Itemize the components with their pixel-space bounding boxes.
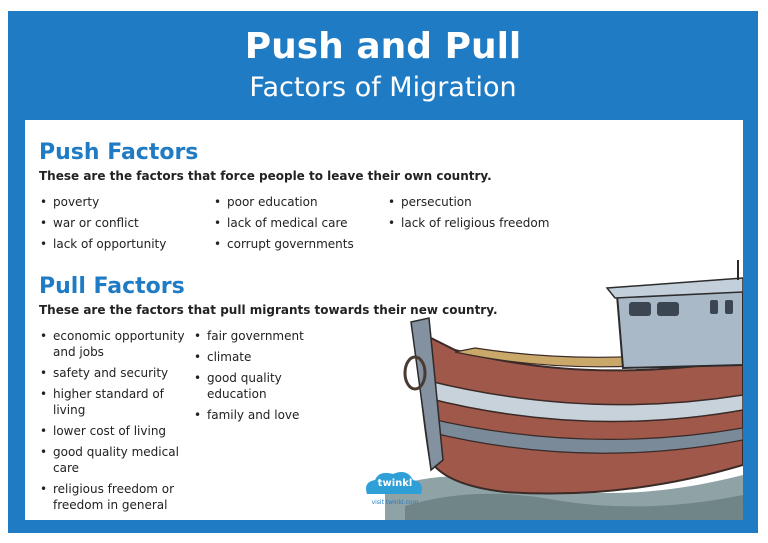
push-factors-heading: Push Factors [39,140,199,165]
list-item: fair government [193,328,323,344]
list-item: good quality education [193,370,323,402]
list-item: religious freedom or freedom in general [39,481,189,513]
list-item: climate [193,349,323,365]
list-item: poor education [213,194,383,210]
poster-header: Push and Pull Factors of Migration [8,11,758,117]
cabin-window [725,300,733,314]
push-factors-list-2: poor education lack of medical care corr… [213,194,383,257]
hull-stripe-2 [426,417,743,454]
cabin-roof [605,277,743,299]
list-item: lack of medical care [213,215,383,231]
poster-subtitle: Factors of Migration [249,72,517,103]
list-item: higher standard of living [39,386,189,418]
pull-factors-list-2: fair government climate good quality edu… [193,328,323,428]
rope-ring [403,355,427,391]
push-factors-list-1: poverty war or conflict lack of opportun… [39,194,209,257]
hull-stripe [424,379,743,423]
pull-factors-description: These are the factors that pull migrants… [39,303,498,317]
list-item: poverty [39,194,209,210]
list-item: good quality medical care [39,444,189,476]
list-item: lack of opportunity [39,236,209,252]
water-shadow-dark [405,493,743,520]
bow-post [410,317,444,472]
list-item: war or conflict [39,215,209,231]
content-panel: Push Factors These are the factors that … [25,120,743,520]
cabin-window [657,302,679,316]
cabin-window [629,302,651,316]
pull-factors-heading: Pull Factors [39,274,185,299]
boat-cabin [615,286,743,370]
twinkl-url: visit twinkl.com [371,499,419,506]
logo-cloud-icon [366,472,422,494]
pull-factors-list-1: economic opportunity and jobs safety and… [39,328,189,518]
list-item: corrupt governments [213,236,383,252]
cabin-window [710,300,718,314]
list-item: persecution [387,194,577,210]
list-item: family and love [193,407,323,423]
list-item: safety and security [39,365,189,381]
poster-frame: Push and Pull Factors of Migration Push … [8,11,758,533]
twinkl-logo [366,472,422,494]
poster-title: Push and Pull [244,26,522,67]
list-item: lower cost of living [39,423,189,439]
twinkl-logo-text: twinkl [377,478,413,489]
list-item: lack of religious freedom [387,215,577,231]
push-factors-list-3: persecution lack of religious freedom [387,194,577,236]
push-factors-description: These are the factors that force people … [39,169,492,183]
boat-illustration [385,260,743,520]
list-item: economic opportunity and jobs [39,328,189,360]
